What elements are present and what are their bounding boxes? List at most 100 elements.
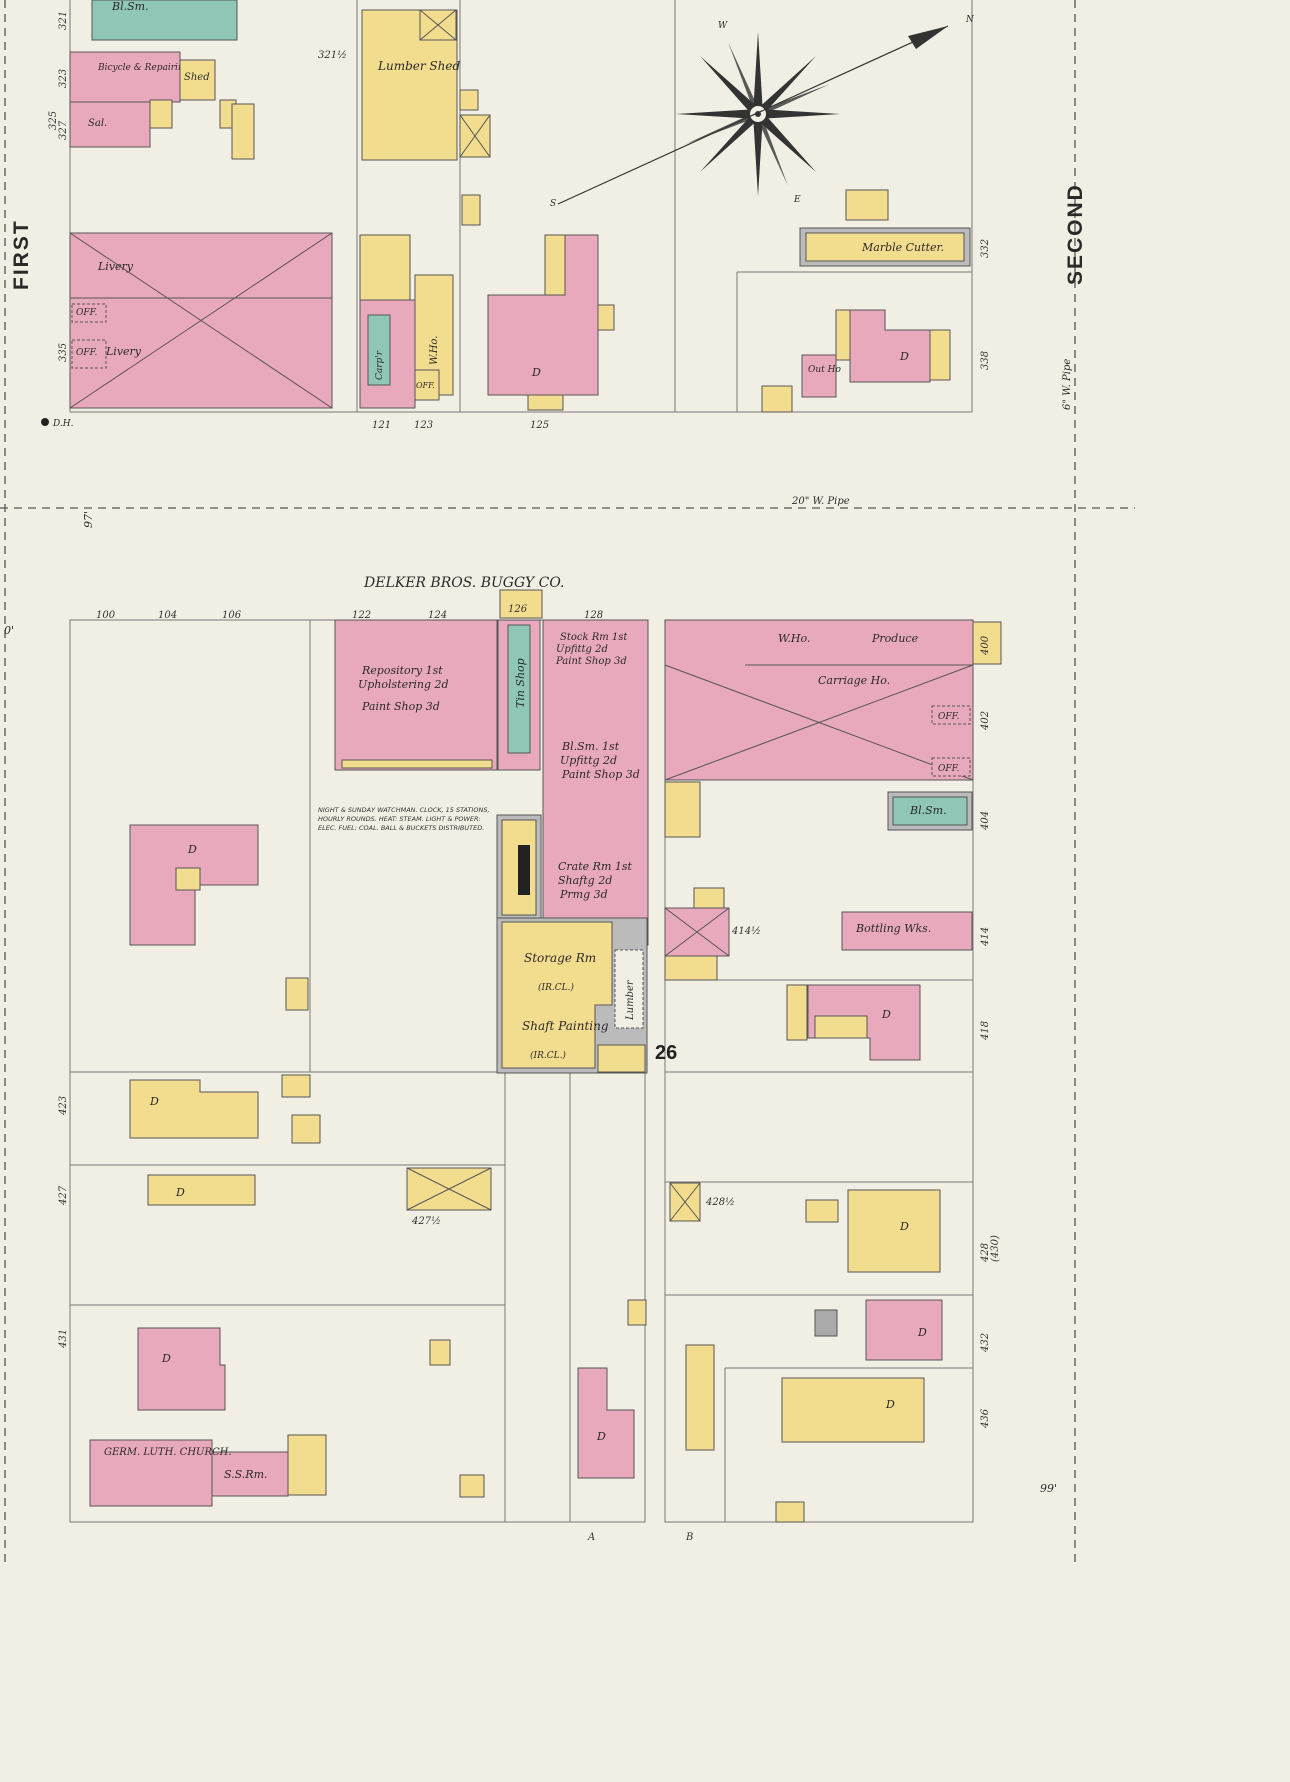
house-number: 400 [980,635,991,656]
label-upfittg-2: Upfittg 2d [560,754,617,767]
label-hydrant: D.H. [52,419,74,429]
elevation-upper-left: 97' [82,511,95,528]
label-sal: Sal. [88,118,107,129]
label-tin-shop: Tin Shop [514,658,527,708]
house-number: 427 [58,1185,69,1206]
label-bl-sm-2: Bl.Sm. [909,804,947,817]
label-dwelling-upper: D [531,366,541,379]
label-d7: D [899,1220,909,1233]
pipe-street: 20" W. Pipe [791,496,850,507]
house-number: 104 [158,610,177,621]
bottling-works [841,911,973,951]
compass-n: N [965,15,975,25]
stone-building [91,0,238,41]
label-d5: D [161,1352,171,1365]
blacksmith-right [892,796,968,826]
house-number: 106 [222,610,242,621]
house-number: 432 [980,1333,991,1353]
label-d8: D [917,1326,927,1339]
label-shaft-painting: Shaft Painting [522,1019,609,1033]
dwelling-upper [487,234,599,396]
label-d3: D [149,1095,159,1108]
house-number: 418 [980,1021,991,1041]
sanborn-map: FIRST SECOND Bl.Sm. Bicycle & Repairing … [0,0,1135,1568]
out-house [801,354,837,398]
dwelling-right-upper [849,309,931,383]
label-d1: D [187,843,197,856]
compass-w: W [718,21,728,31]
house-number: 321½ [318,50,347,61]
house-number: 325 [48,111,59,130]
lower-block: Repository 1st Upholstering 2d Paint Sho… [69,589,1002,1523]
label-crate: Crate Rm 1st [558,860,633,873]
label-repository: Repository 1st [361,664,443,677]
label-shaft-sub: (IR.CL.) [530,1050,566,1061]
house-number: 126 [508,604,528,615]
label-d9: D [885,1398,895,1411]
hydrant-icon [41,418,49,426]
house-number: 323 [58,69,69,88]
shed [179,59,216,101]
carriage-house [664,619,974,781]
house-number: 321 [58,11,69,30]
house-number: 122 [352,610,371,621]
house-number: 335 [58,343,69,362]
label-paint-shop-3: Paint Shop 3d [561,768,640,781]
house-number: 125 [530,420,549,431]
label-off-b: OFF. [938,764,959,774]
label-livery-1: Livery [97,260,134,273]
house-number: 338 [980,351,991,370]
label-lumber: Lumber [625,979,636,1021]
pipe-side: 6" W. Pipe [1062,359,1073,410]
label-storage: Storage Rm [524,951,596,965]
label-carriage: Carriage Ho. [818,674,890,687]
label-off-1: OFF. [76,308,97,318]
house-number: 327 [58,120,69,140]
label-d6: D [596,1430,606,1443]
house-number: 128 [584,610,603,621]
label-produce: Produce [871,632,919,645]
label-off-2: OFF. [76,348,97,358]
label-lumber-shed: Lumber Shed [377,59,460,73]
label-off-a: OFF. [938,712,959,722]
label-d2: D [881,1008,891,1021]
dwelling-7 [847,1189,941,1273]
label-out-ho: Out Ho [808,365,842,375]
dwelling-5 [137,1327,226,1411]
house-number: 427½ [411,1216,441,1227]
label-dwelling-right-upper: D [899,350,909,363]
label-storage-sub: (IR.CL.) [538,982,574,993]
dwelling-3 [129,1079,259,1139]
house-number: 428 [980,1243,991,1263]
label-bottling: Bottling Wks. [855,922,931,935]
label-carp: Carp'r [375,350,385,380]
house-number: 404 [980,811,991,831]
block-number: 26 [655,1042,677,1064]
label-church: GERM. LUTH. CHURCH. [104,1447,232,1458]
house-number: 100 [96,610,116,621]
house-number: 423 [58,1096,69,1116]
company-title: DELKER BROS. BUGGY CO. [363,575,564,591]
house-number: 124 [428,610,447,621]
repository-building [334,619,498,771]
dwelling-6 [577,1367,635,1479]
elevation-bottom-right: 99' [1040,1482,1057,1495]
alley-label-b: B [685,1532,693,1543]
elevation-left-mid: 0' [4,624,14,637]
label-stock: Stock Rm 1st [560,632,628,643]
marble-cutter [805,232,965,262]
compass-s: S [550,199,556,209]
main-factory [542,619,649,946]
label-paint-shop-1: Paint Shop 3d [361,700,440,713]
label-bl-sm: Bl.Sm. 1st [561,740,620,753]
label-bl-sm-top: Bl.Sm. [111,0,149,13]
house-number: 121 [372,420,391,431]
label-upholstering: Upholstering 2d [358,678,449,691]
house-number: 414 [980,927,991,947]
label-marble: Marble Cutter. [861,241,944,254]
dwelling-9 [781,1377,925,1443]
label-prmg: Prmg 3d [559,888,608,901]
label-who: W.Ho. [429,336,440,365]
label-who2: W.Ho. [778,632,810,645]
house-number: 436 [980,1408,991,1429]
